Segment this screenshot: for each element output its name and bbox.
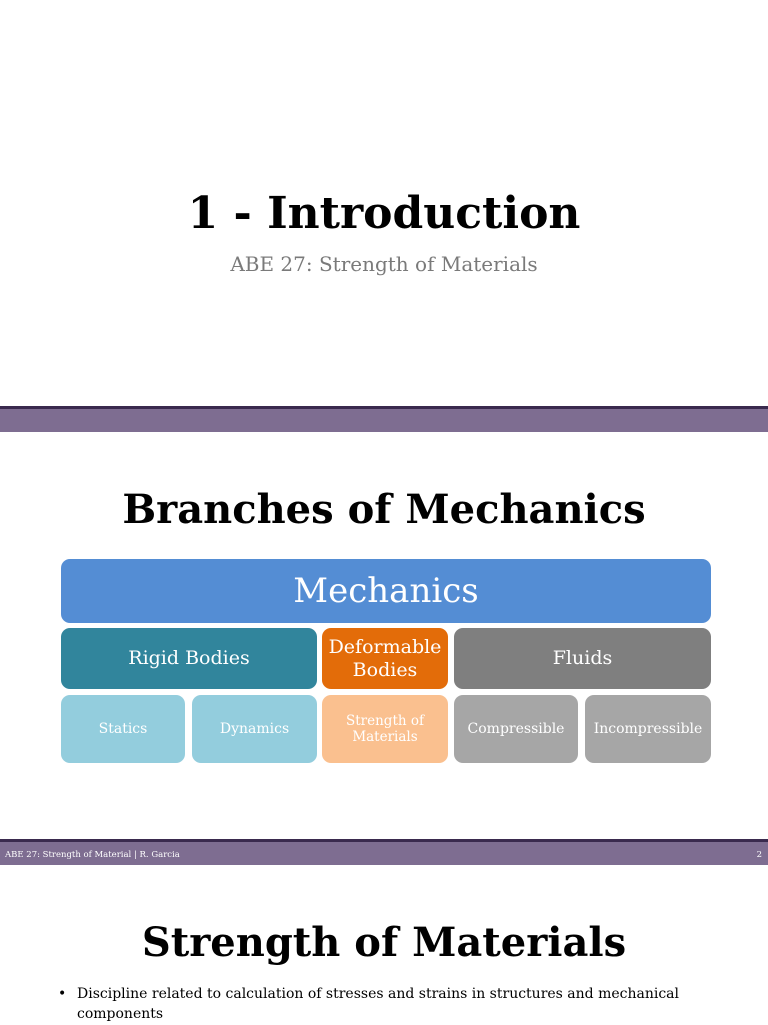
bullet-list: • Discipline related to calculation of s… bbox=[58, 984, 708, 1025]
slide-divider-bar bbox=[0, 406, 768, 432]
fluids-box: Fluids bbox=[454, 628, 711, 689]
strength-title: Strength of Materials bbox=[141, 919, 627, 966]
dynamics-box: Dynamics bbox=[192, 695, 317, 763]
slide-title-heading: 1 - Introduction bbox=[187, 188, 581, 239]
slide-subtitle: ABE 27: Strength of Materials bbox=[230, 252, 538, 276]
statics-box: Statics bbox=[61, 695, 185, 763]
slide-footer: ABE 27: Strength of Material | R. Garcia… bbox=[0, 839, 768, 865]
bullet-text: Discipline related to calculation of str… bbox=[77, 986, 679, 1023]
slide-branches: Branches of Mechanics Mechanics Rigid Bo… bbox=[0, 432, 768, 839]
footer-course-label: ABE 27: Strength of Material | R. Garcia bbox=[5, 850, 180, 860]
mechanics-box: Mechanics bbox=[61, 559, 711, 623]
footer-page-number: 2 bbox=[756, 850, 762, 860]
bullet-item: • Discipline related to calculation of s… bbox=[58, 984, 708, 1025]
bullet-icon: • bbox=[58, 986, 67, 1002]
rigid-bodies-box: Rigid Bodies bbox=[61, 628, 317, 689]
deformable-bodies-box: Deformable Bodies bbox=[322, 628, 448, 689]
slide-strength: Strength of Materials • Discipline relat… bbox=[0, 865, 768, 1024]
strength-of-materials-box: Strength of Materials bbox=[322, 695, 448, 763]
incompressible-box: Incompressible bbox=[585, 695, 711, 763]
branches-title: Branches of Mechanics bbox=[122, 486, 646, 533]
slide-title: 1 - Introduction ABE 27: Strength of Mat… bbox=[0, 0, 768, 406]
compressible-box: Compressible bbox=[454, 695, 578, 763]
